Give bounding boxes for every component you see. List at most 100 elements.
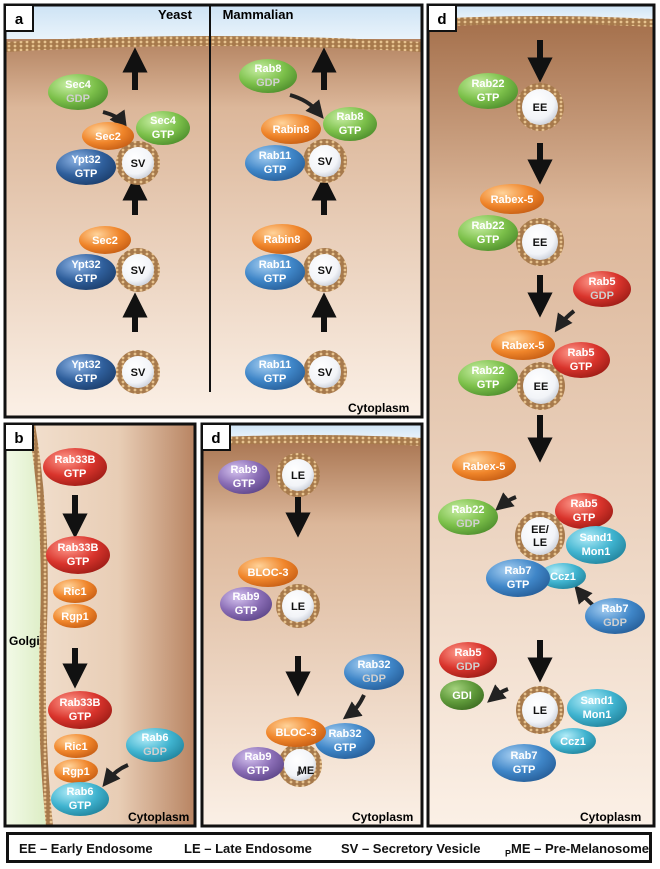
svg-text:Rab22: Rab22: [471, 365, 504, 377]
secretory-vesicle: SV: [116, 141, 160, 185]
rab22-gtp: Rab22 GTP: [458, 73, 518, 109]
early-late-endosome: EE/ LE: [515, 511, 565, 561]
rab7-gtp: Rab7 GTP: [486, 559, 550, 597]
plasma-membrane-a: [5, 36, 422, 52]
rab33b-gtp: Rab33B GTP: [46, 536, 110, 574]
svg-text:GTP: GTP: [233, 478, 256, 490]
svg-text:Rgp1: Rgp1: [62, 766, 90, 778]
panel-d: d Cytoplasm EE Rab22 GTP EE Rab: [426, 3, 656, 828]
svg-text:GDP: GDP: [256, 77, 280, 89]
rab9-gtp: Rab9 GTP: [218, 460, 270, 494]
panel-label-a: a: [15, 11, 24, 28]
rab33b-gtp: Rab33B GTP: [43, 448, 107, 486]
legend-ee: EE – Early Endosome: [19, 841, 153, 856]
svg-text:Rab9: Rab9: [233, 591, 260, 603]
svg-text:SV: SV: [318, 265, 333, 277]
rab32-gtp: Rab32 GTP: [315, 723, 375, 759]
golgi-membrane: [28, 424, 53, 826]
cytoplasm-label-a: Cytoplasm: [348, 401, 409, 415]
rabin8: Rabin8: [261, 114, 321, 144]
curve-arrow-rab32: [342, 694, 366, 720]
rab22-gtp: Rab22 GTP: [458, 360, 518, 396]
svg-text:GTP: GTP: [264, 273, 287, 285]
svg-text:EE/: EE/: [531, 524, 549, 536]
rabex-5: Rabex-5: [480, 184, 544, 214]
rab11-gtp: Rab11 GTP: [245, 354, 305, 390]
svg-text:EE: EE: [534, 381, 549, 393]
svg-text:GTP: GTP: [477, 379, 500, 391]
svg-text:Rgp1: Rgp1: [61, 611, 89, 623]
svg-text:Rab11: Rab11: [259, 359, 291, 371]
svg-text:BLOC-3: BLOC-3: [276, 727, 317, 739]
svg-text:Sec2: Sec2: [92, 235, 118, 247]
svg-text:SV: SV: [318, 367, 333, 379]
legend-me-text: ME – Pre-Melanosome: [511, 841, 650, 856]
svg-text:GTP: GTP: [573, 512, 596, 524]
curve-arrow-rab8: [289, 93, 324, 119]
svg-text:Rabin8: Rabin8: [273, 124, 310, 136]
svg-text:Sec2: Sec2: [95, 131, 121, 143]
svg-text:Rab22: Rab22: [471, 220, 504, 232]
secretory-vesicle: SV: [116, 350, 160, 394]
gdi: GDI: [440, 680, 484, 710]
svg-text:Rab32: Rab32: [357, 659, 390, 671]
svg-text:GTP: GTP: [69, 800, 92, 812]
panel-melanosome: d Cytoplasm LE Rab9 GTP LE BLOC-3 Rab9 G…: [200, 422, 424, 828]
early-endosome: EE: [517, 362, 565, 410]
svg-text:Ypt32: Ypt32: [71, 154, 100, 166]
svg-text:Rab6: Rab6: [142, 732, 169, 744]
svg-text:Rab32: Rab32: [328, 728, 361, 740]
sand1-mon1: Sand1 Mon1: [566, 526, 626, 564]
rab8-gdp: Rab8 GDP: [239, 59, 297, 93]
svg-text:GTP: GTP: [334, 742, 357, 754]
golgi-label: Golgi: [9, 634, 40, 648]
svg-text:Rab11: Rab11: [259, 150, 291, 162]
svg-text:Sand1: Sand1: [580, 695, 613, 707]
svg-text:LE: LE: [533, 537, 547, 549]
early-endosome: EE: [516, 218, 564, 266]
mammalian-title: Mammalian: [223, 7, 294, 22]
svg-text:Rabex-5: Rabex-5: [463, 461, 506, 473]
svg-text:GDP: GDP: [456, 661, 480, 673]
secretory-vesicle: SV: [116, 248, 160, 292]
svg-text:GTP: GTP: [477, 234, 500, 246]
ric1: Ric1: [54, 734, 98, 758]
sec4-gdp: Sec4 GDP: [48, 74, 108, 110]
legend-me-sub: P: [505, 848, 512, 859]
svg-text:GTP: GTP: [264, 164, 287, 176]
rab5-gdp: Rab5 GDP: [573, 271, 631, 307]
svg-text:Rab33B: Rab33B: [58, 542, 99, 554]
svg-text:Rab7: Rab7: [602, 603, 629, 615]
svg-text:SV: SV: [131, 367, 146, 379]
late-endosome: LE: [516, 686, 564, 734]
curve-arrow-rab6: [102, 763, 129, 788]
legend: EE – Early Endosome LE – Late Endosome S…: [6, 832, 652, 863]
late-endosome: LE: [276, 453, 320, 497]
svg-text:Ccz1: Ccz1: [560, 736, 586, 748]
svg-text:GTP: GTP: [64, 468, 87, 480]
curve-arrow-gdi: [487, 684, 509, 703]
rab22-gdp: Rab22 GDP: [438, 499, 498, 535]
rab9-gtp: Rab9 GTP: [220, 587, 272, 621]
rab8-gtp: Rab8 GTP: [323, 107, 377, 141]
svg-text:GTP: GTP: [75, 273, 98, 285]
cytoplasm-label-d: Cytoplasm: [580, 810, 641, 824]
svg-text:P: P: [297, 772, 301, 778]
svg-text:Ric1: Ric1: [63, 586, 86, 598]
early-endosome: EE: [516, 83, 564, 131]
svg-text:GTP: GTP: [75, 168, 98, 180]
svg-text:GTP: GTP: [75, 373, 98, 385]
svg-text:Sec4: Sec4: [65, 79, 92, 91]
curve-arrow-rab5: [554, 309, 576, 333]
svg-text:LE: LE: [533, 705, 547, 717]
svg-text:Rab5: Rab5: [568, 347, 595, 359]
rgp1: Rgp1: [54, 759, 98, 783]
svg-text:Rab22: Rab22: [471, 78, 504, 90]
bloc3: BLOC-3: [266, 717, 326, 747]
svg-text:Ypt32: Ypt32: [71, 359, 100, 371]
ccz1: Ccz1: [550, 728, 596, 754]
rab11-gtp: Rab11 GTP: [245, 145, 305, 181]
legend-sv: SV – Secretory Vesicle: [341, 841, 481, 856]
svg-text:GDP: GDP: [143, 746, 167, 758]
svg-text:ME: ME: [298, 765, 315, 777]
